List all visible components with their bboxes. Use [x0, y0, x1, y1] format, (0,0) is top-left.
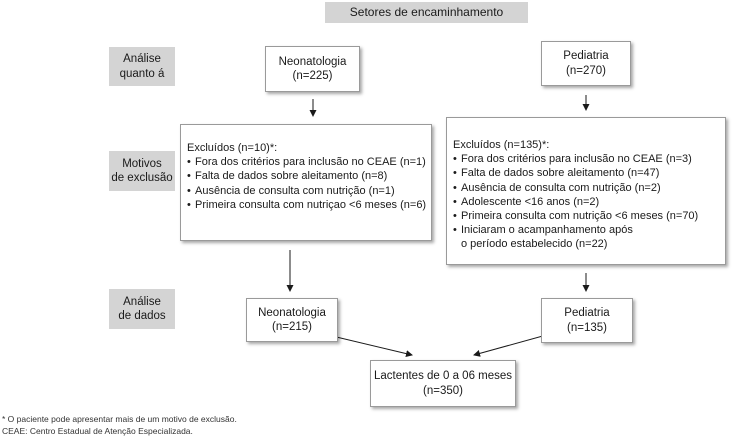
neonatologia-excluded-list: Fora dos critérios para inclusão no CEAE… — [187, 155, 431, 212]
pediatria-title: Pediatria — [563, 50, 609, 62]
neonatologia-box: Neonatologia (n=225) — [265, 46, 360, 92]
label-analysis-line1: Análise — [123, 53, 161, 65]
label-exclusion: Motivos de exclusão — [109, 151, 175, 191]
footnote-exclusion: * O paciente pode apresentar mais de um … — [2, 414, 237, 424]
pediatria-count: (n=270) — [566, 64, 606, 77]
label-data-line2: de dados — [118, 310, 166, 322]
footnote-ceae: CEAE: Centro Estadual de Atenção Especia… — [2, 426, 193, 436]
pediatria-excluded-list: Fora dos critérios para inclusão no CEAE… — [453, 152, 725, 237]
neonatologia-final-box: Neonatologia (n=215) — [246, 298, 338, 342]
pediatria-excluded-title: Excluídos (n=135)*: — [453, 139, 550, 151]
neonatologia-count: (n=225) — [292, 70, 333, 82]
list-item: Adolescente <16 anos (n=2) — [453, 195, 725, 209]
pediatria-box: Pediatria (n=270) — [541, 41, 631, 86]
pediatria-final-title: Pediatria — [564, 307, 610, 319]
label-exclusion-line2: de exclusão — [111, 172, 173, 184]
label-analysis-line2: quanto á — [119, 67, 165, 80]
list-item: Primeira consulta com nutrição <6 meses … — [453, 209, 725, 223]
list-item: Falta de dados sobre aleitamento (n=47) — [453, 166, 725, 180]
label-analysis: Análise quanto á — [109, 47, 175, 86]
list-item: Primeira consulta com nutriçao <6 meses … — [187, 198, 431, 212]
header-box: Setores de encaminhamento — [325, 2, 528, 23]
list-item: Falta de dados sobre aleitamento (n=8) — [187, 169, 431, 183]
result-title: Lactentes de 0 a 06 meses — [373, 370, 513, 382]
result-box: Lactentes de 0 a 06 meses (n=350) — [370, 360, 516, 407]
pediatria-excluded-box: Excluídos (n=135)*: Fora dos critérios p… — [446, 117, 726, 265]
list-item: Fora dos critérios para inclusão no CEAE… — [187, 155, 431, 169]
list-item: Iniciaram o acampanhamento após — [453, 223, 725, 237]
neonatologia-final-count: (n=215) — [272, 321, 312, 333]
list-item: Ausência de consulta com nutrição (n=2) — [453, 181, 725, 195]
neonatologia-excluded-box: Excluídos (n=10)*: Fora dos critérios pa… — [180, 124, 432, 241]
neonatologia-excluded-title: Excluídos (n=10)*: — [187, 142, 278, 154]
header-title: Setores de encaminhamento — [349, 5, 504, 20]
neonatologia-final-title: Neonatologia — [258, 306, 326, 319]
label-exclusion-line1: Motivos — [122, 157, 162, 170]
list-item: Ausência de consulta com nutrição (n=1) — [187, 184, 431, 198]
neonatologia-title: Neonatologia — [278, 55, 347, 68]
pediatria-final-box: Pediatria (n=135) — [541, 298, 633, 343]
result-count: (n=350) — [423, 384, 463, 397]
pediatria-final-count: (n=135) — [567, 321, 607, 334]
list-item: Fora dos critérios para inclusão no CEAE… — [453, 152, 725, 166]
pediatria-excluded-continuation: o período estabelecido (n=22) — [461, 238, 608, 251]
label-data: Análise de dados — [109, 289, 175, 329]
label-data-line1: Análise — [123, 295, 161, 308]
